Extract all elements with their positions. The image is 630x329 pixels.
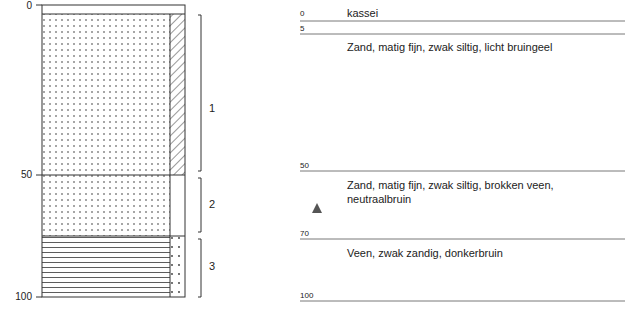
sand-layer [42,14,170,175]
depth-tick [36,5,42,6]
layer-number: 3 [209,260,215,274]
layer-description: Veen, zwak zandig, donkerbruin [347,247,575,261]
layer-number: 2 [209,198,215,212]
depth-line [300,301,625,302]
sand-layer [42,175,170,236]
layer-boundary [42,175,185,176]
groundwater-marker [312,203,322,213]
layer-bracket [198,15,201,171]
layer-description: kassei [347,7,378,21]
strip-divider [170,14,171,297]
layer-boundary [42,14,185,15]
depth-tick [36,297,42,298]
peat-layer [42,236,170,297]
depth-tick [36,175,42,176]
depth-number: 0 [8,0,32,13]
depth-value: 70 [300,229,309,239]
boring-column [42,5,185,297]
depth-line [300,34,625,35]
depth-value: 0 [300,9,304,19]
depth-number: 100 [8,291,32,304]
depth-value: 100 [300,291,313,301]
depth-number: 50 [8,169,32,182]
depth-line [300,171,625,172]
depth-line [300,239,625,240]
silt-strip [170,14,185,175]
depth-value: 5 [300,24,304,34]
layer-bracket [198,239,201,297]
layer-number: 1 [209,102,215,116]
layer-description: Zand, matig fijn, zwak siltig, licht bru… [347,41,575,55]
sand-strip [170,236,185,297]
depth-line [300,21,625,22]
depth-value: 50 [300,161,309,171]
layer-boundary [42,236,185,237]
layer-bracket [198,178,201,232]
layer-description: Zand, matig fijn, zwak siltig, brokken v… [347,179,575,207]
